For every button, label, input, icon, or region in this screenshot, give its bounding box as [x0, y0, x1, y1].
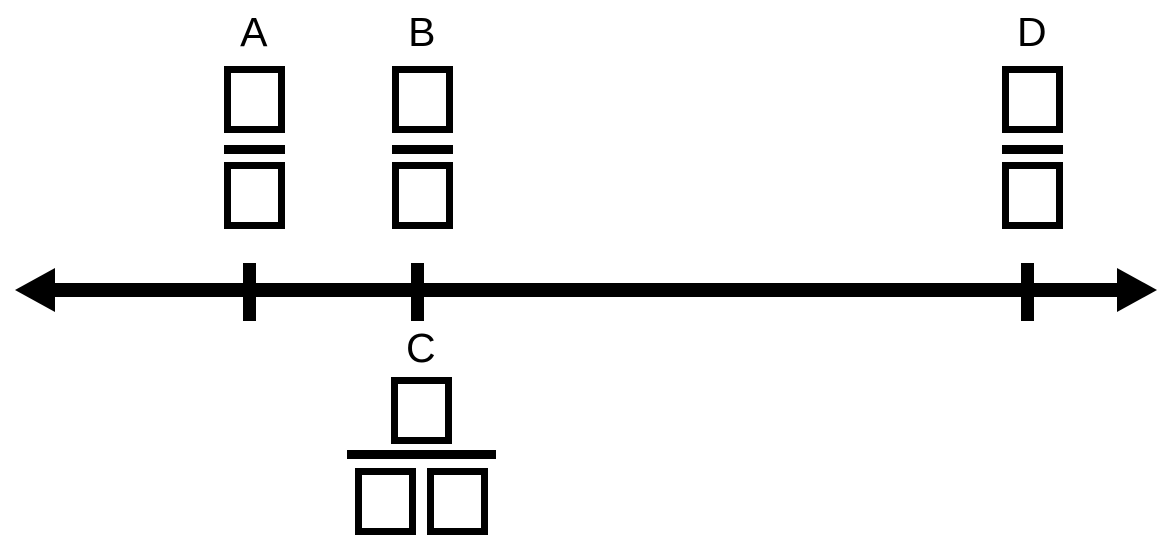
tick-mark-a[interactable]	[243, 263, 256, 321]
numerator-row-b	[391, 66, 453, 133]
denominator-box-c-2[interactable]	[426, 468, 488, 535]
fraction-group-c: C	[346, 328, 496, 535]
fraction-bar-a	[223, 145, 285, 154]
fraction-group-a: A	[194, 12, 314, 229]
fraction-label-d: D	[1016, 9, 1048, 55]
fraction-label-a: A	[240, 9, 268, 55]
fraction-bar-c	[346, 450, 496, 459]
numerator-box-b-1[interactable]	[391, 66, 453, 133]
denominator-row-b	[391, 162, 453, 229]
fraction-label-c: C	[405, 325, 437, 371]
fraction-label-b: B	[408, 9, 436, 55]
denominator-row-a	[223, 162, 285, 229]
denominator-box-a-1[interactable]	[223, 162, 285, 229]
numerator-box-c-1[interactable]	[390, 377, 452, 444]
denominator-box-b-1[interactable]	[391, 162, 453, 229]
denominator-row-d	[1001, 162, 1063, 229]
numerator-box-d-1[interactable]	[1001, 66, 1063, 133]
numerator-row-a	[223, 66, 285, 133]
denominator-box-d-1[interactable]	[1001, 162, 1063, 229]
right-arrowhead	[1117, 268, 1157, 312]
numerator-row-d	[1001, 66, 1063, 133]
fraction-bar-d	[1001, 145, 1063, 154]
tick-mark-d[interactable]	[1021, 263, 1034, 321]
fraction-group-d: D	[972, 12, 1092, 229]
number-line-shaft	[48, 283, 1124, 297]
tick-mark-b[interactable]	[411, 263, 424, 321]
fraction-group-b: B	[362, 12, 482, 229]
numerator-box-a-1[interactable]	[223, 66, 285, 133]
denominator-row-c	[354, 468, 488, 535]
fraction-bar-b	[391, 145, 453, 154]
denominator-box-c-1[interactable]	[354, 468, 416, 535]
numerator-row-c	[390, 377, 452, 444]
